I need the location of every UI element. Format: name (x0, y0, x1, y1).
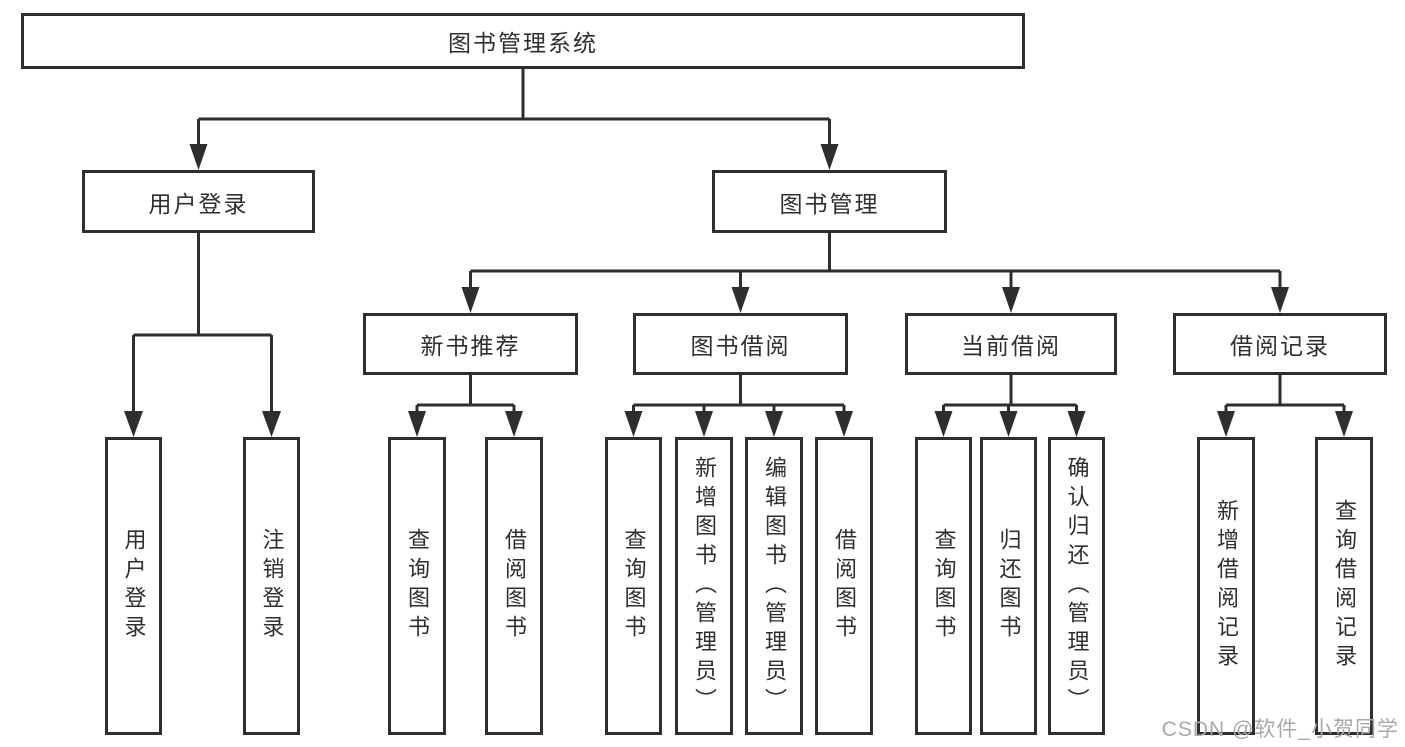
leaf-return-books: 归还图书 (980, 437, 1037, 735)
node-library-management-system: 图书管理系统 (21, 13, 1025, 69)
connector-new-book-recommend-to-leaves (408, 375, 523, 437)
connector-borrow-records-to-leaves (1217, 375, 1353, 437)
leaf-logout: 注销登录 (243, 437, 300, 735)
leaf-query-borrow-record: 查询借阅记录 (1315, 437, 1373, 735)
node-book-borrowing: 图书借阅 (633, 313, 848, 375)
node-new-book-recommend: 新书推荐 (363, 313, 578, 375)
leaf-edit-books-admin: 编辑图书（管理员） (745, 437, 803, 735)
node-current-borrowing: 当前借阅 (905, 313, 1117, 375)
leaf-query-books-borrowing: 查询图书 (605, 437, 662, 735)
leaf-query-books-current: 查询图书 (915, 437, 972, 735)
node-borrow-records: 借阅记录 (1173, 313, 1387, 375)
connector-user-login-to-leaves (124, 233, 281, 437)
connector-book-borrowing-to-leaves (624, 375, 853, 437)
connector-book-management-to-level3 (461, 233, 1289, 313)
node-book-management: 图书管理 (712, 170, 947, 233)
leaf-add-borrow-record: 新增借阅记录 (1197, 437, 1255, 735)
leaf-query-books-recommend: 查询图书 (388, 437, 446, 735)
leaf-confirm-return-admin: 确认归还（管理员） (1048, 437, 1105, 735)
node-user-login: 用户登录 (82, 170, 315, 233)
leaf-borrow-books: 借阅图书 (815, 437, 873, 735)
leaf-add-books-admin: 新增图书（管理员） (675, 437, 733, 735)
leaf-user-login: 用户登录 (105, 437, 162, 735)
connector-current-borrowing-to-leaves (934, 375, 1086, 437)
leaf-borrow-books-recommend: 借阅图书 (485, 437, 543, 735)
connector-root-to-level2 (189, 69, 839, 170)
watermark: CSDN @软件_小贺同学 (1161, 718, 1399, 741)
